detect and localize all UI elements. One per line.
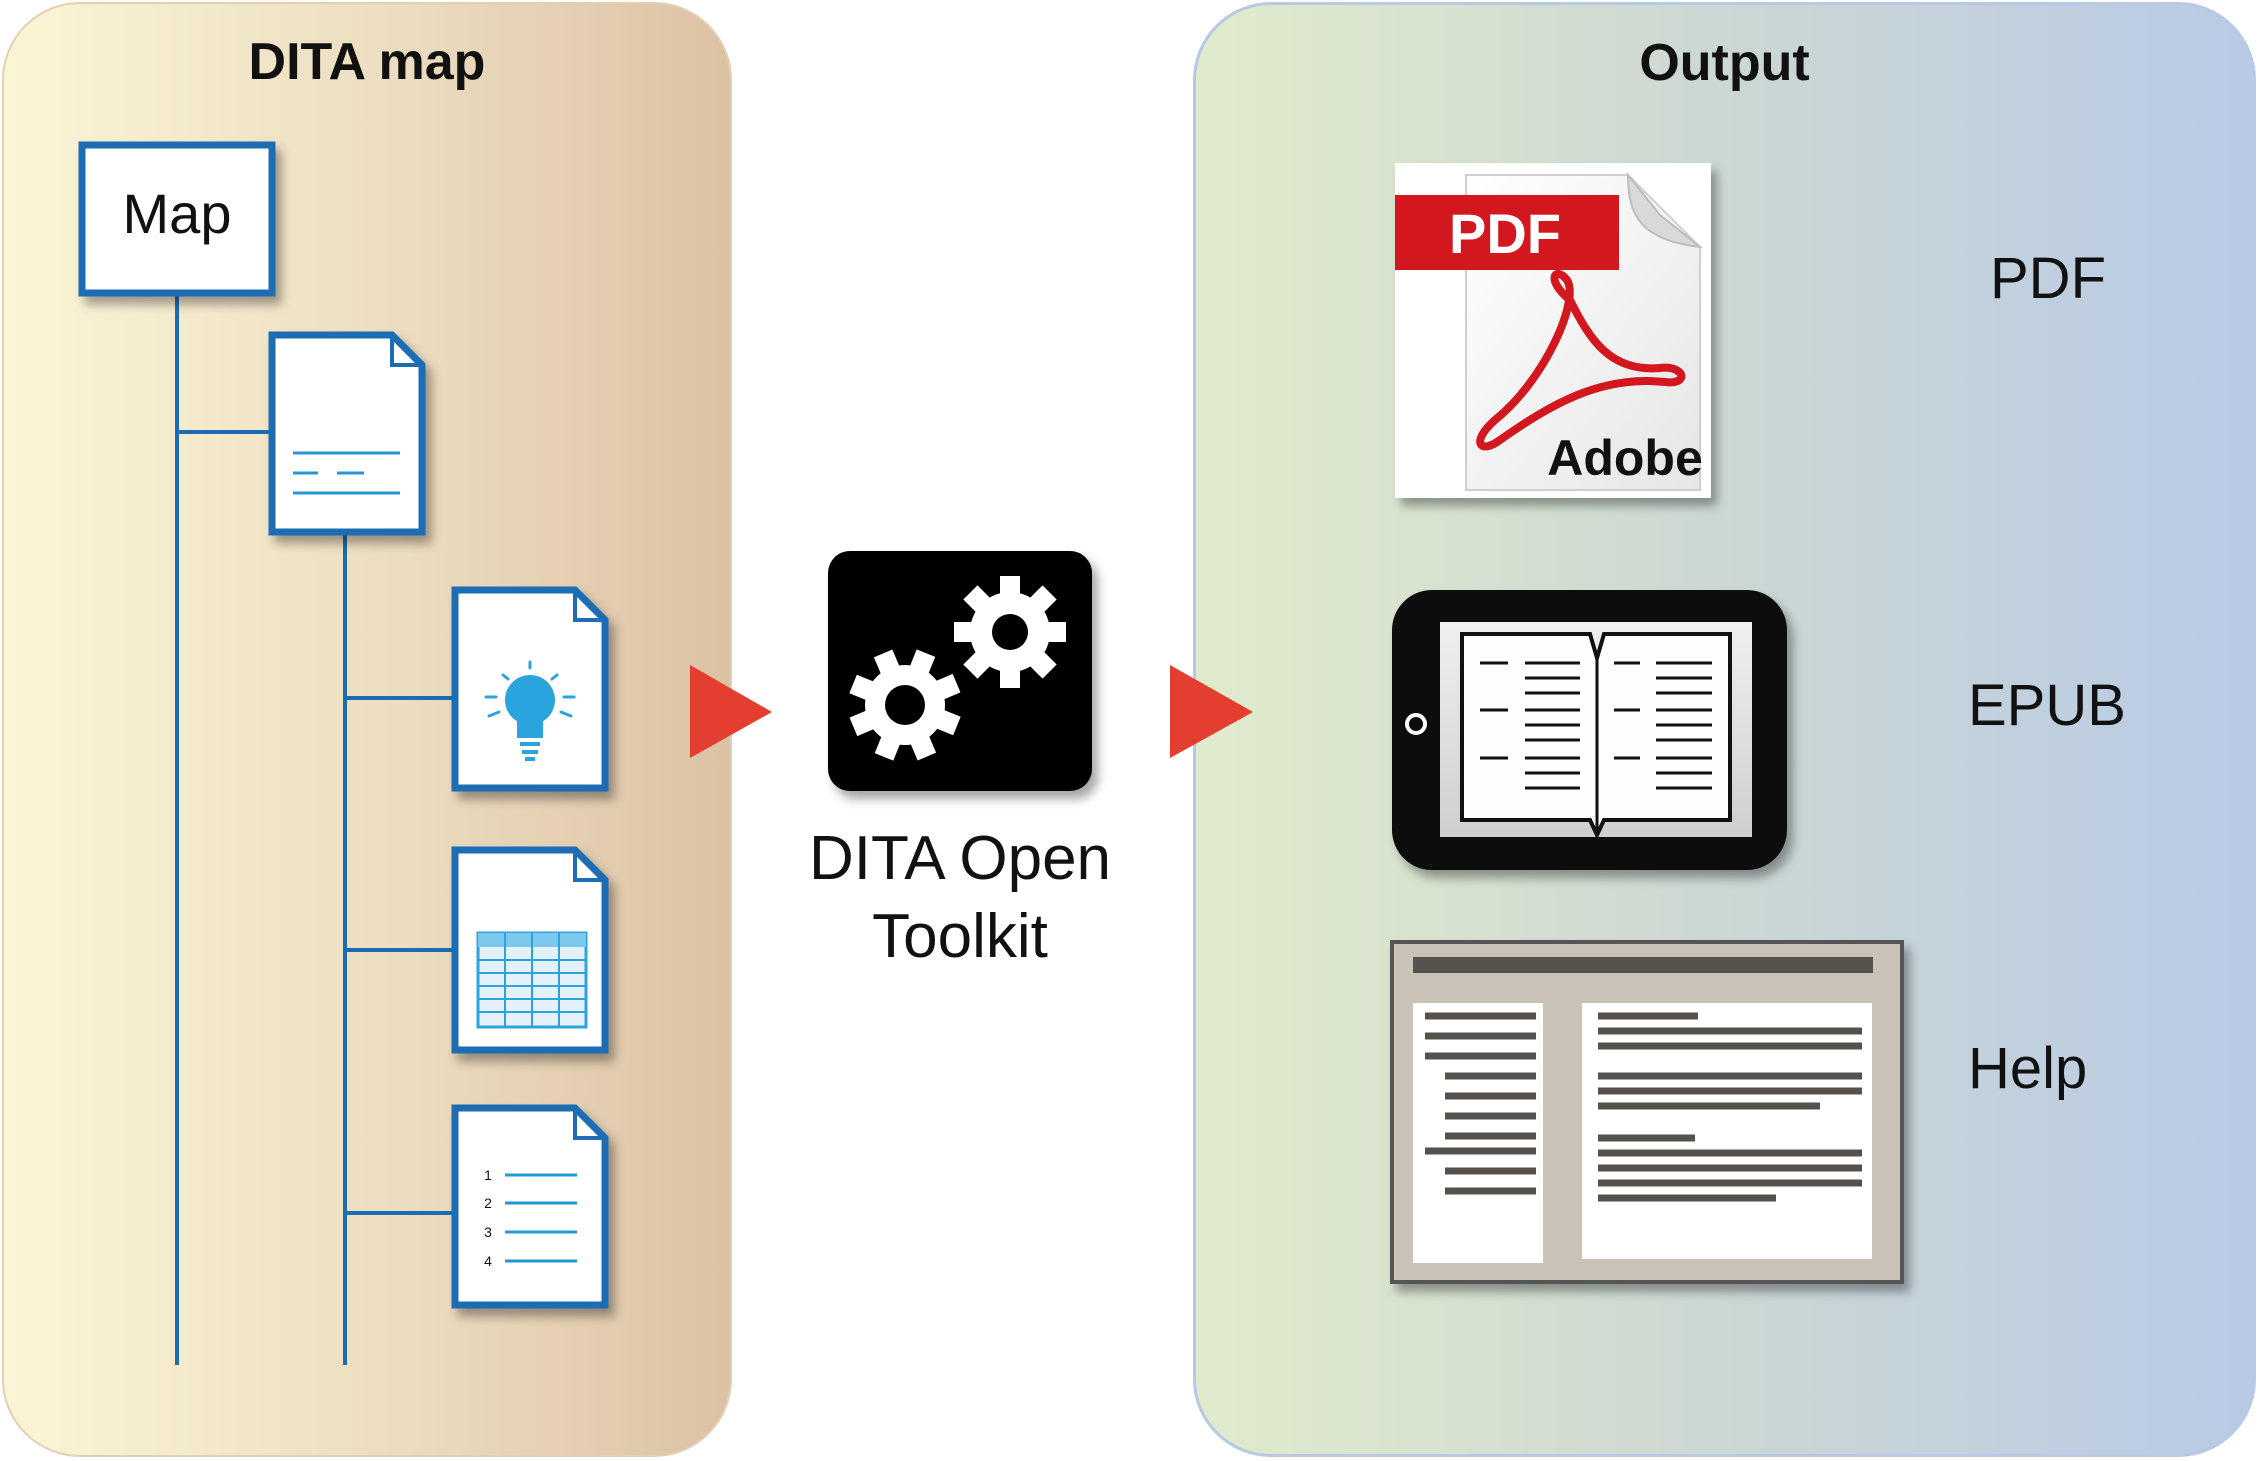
output-label-help: Help	[1968, 1036, 2088, 1101]
table-icon	[476, 931, 588, 1029]
output-label-pdf: PDF	[1990, 246, 2106, 311]
step-number: 3	[484, 1224, 492, 1240]
ebook-tablet-icon	[1392, 590, 1787, 870]
pdf-adobe-icon: PDF Adobe	[1395, 163, 1711, 498]
help-window-icon	[1390, 940, 1904, 1284]
numbered-list-icon: 1 2 3 4	[484, 1167, 577, 1269]
lightbulb-icon	[484, 660, 576, 761]
dita-map-title: DITA map	[248, 33, 486, 91]
gear-large-icon	[849, 649, 961, 761]
gear-small-icon	[954, 576, 1066, 688]
gears-icon	[828, 551, 1092, 791]
toolkit-label-line1: DITA Open	[808, 824, 1112, 893]
output-title: Output	[1639, 34, 1810, 92]
arrow-to-output-icon	[1170, 665, 1253, 758]
map-tree-lines	[175, 290, 455, 1365]
toolkit-label-line2: Toolkit	[872, 902, 1048, 971]
arrow-to-toolkit-icon	[690, 665, 772, 758]
output-label-epub: EPUB	[1968, 673, 2126, 738]
generic-topic-lines	[293, 451, 400, 495]
map-root-label: Map	[123, 182, 232, 245]
step-number: 1	[484, 1167, 492, 1183]
toolkit-label: DITA Open Toolkit	[760, 820, 1160, 976]
pdf-brand-text: Adobe	[1547, 430, 1703, 486]
task-topic-icon	[451, 1104, 609, 1309]
step-number: 4	[484, 1253, 492, 1269]
map-root-node	[78, 141, 276, 297]
pdf-badge-text: PDF	[1449, 202, 1561, 265]
generic-topic-icon	[268, 331, 426, 536]
step-number: 2	[484, 1195, 492, 1211]
